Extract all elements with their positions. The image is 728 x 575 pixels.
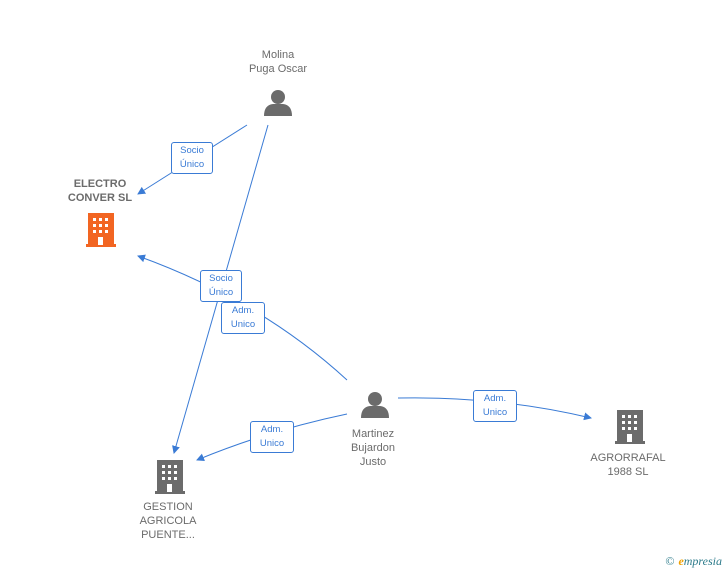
person-icon-molina[interactable] [264,90,292,116]
node-label-agrorrafal[interactable]: AGRORRAFAL 1988 SL [590,452,666,478]
brand-e: e [678,554,684,568]
edge-label-molina-gestion: Socio Único [200,270,242,302]
brand-name: mpresia [683,554,722,568]
copyright-icon: © [665,554,675,568]
edge-label-martinez-agrorrafal: Adm. Unico [473,390,517,422]
empresia-logo[interactable]: ©empresia [665,554,722,569]
edge-label-martinez-electro: Adm. Unico [221,302,265,334]
building-icon-gestion[interactable] [155,460,185,494]
building-icon-agrorrafal[interactable] [615,410,645,444]
building-icon-electro[interactable] [86,213,116,247]
node-label-martinez[interactable]: Martinez Bujardon Justo [350,428,396,468]
node-label-gestion[interactable]: GESTION AGRICOLA PUENTE... [139,501,197,541]
edge-label-molina-electro: Socio Único [171,142,213,174]
node-label-electro[interactable]: ELECTRO CONVER SL [67,178,133,204]
node-label-molina[interactable]: Molina Puga Oscar [248,49,308,75]
person-icon-martinez[interactable] [361,392,389,418]
edge-label-martinez-gestion: Adm. Unico [250,421,294,453]
